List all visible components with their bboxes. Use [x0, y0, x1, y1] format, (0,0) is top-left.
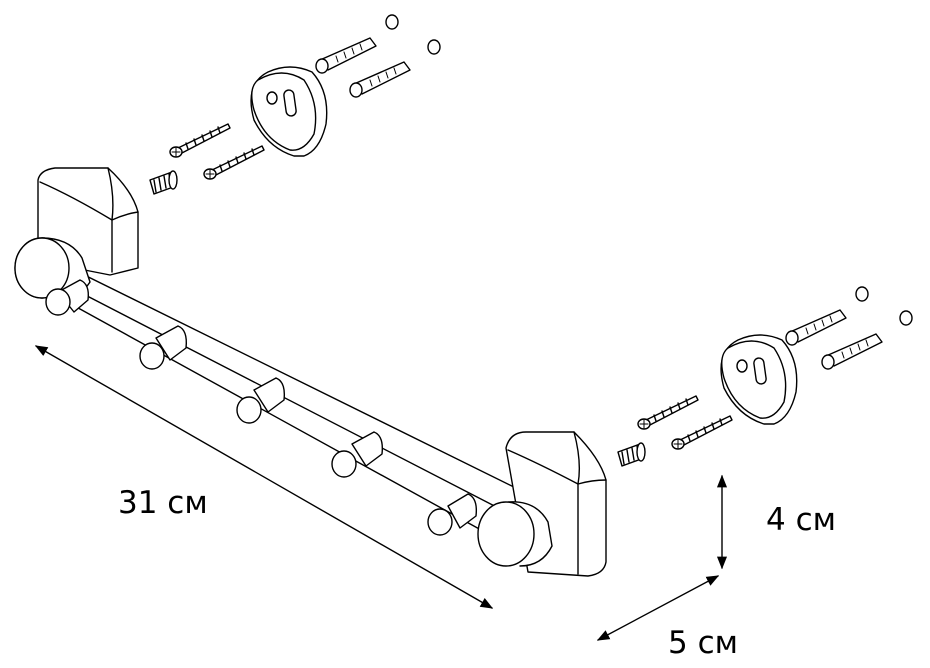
- wall-plate-right: [720, 334, 798, 425]
- length-dimension-arrow: [34, 345, 494, 609]
- cap-left-2: [427, 39, 441, 55]
- plate-slot-right: [753, 357, 767, 385]
- wood-screw-left-1: [169, 123, 231, 158]
- right-bracket: [477, 431, 607, 577]
- dowel-right-2: [821, 333, 883, 370]
- height-label: 4 см: [766, 502, 837, 538]
- wood-screw-right-1: [637, 395, 699, 430]
- cap-right-1: [855, 286, 869, 302]
- length-label: 31 см: [118, 485, 208, 521]
- wall-plate-left: [250, 66, 328, 157]
- dowel-left-2: [349, 61, 411, 98]
- depth-dimension-arrow: [596, 575, 720, 641]
- right-end-cap: [477, 501, 535, 567]
- plate-slot-left: [283, 89, 297, 117]
- hook-1: [45, 279, 90, 316]
- right-hardware: [617, 286, 913, 467]
- dowel-right-1: [785, 309, 847, 346]
- cap-left-1: [385, 14, 399, 30]
- depth-label: 5 см: [668, 625, 739, 661]
- set-screw-left: [149, 170, 178, 195]
- dowel-left-1: [315, 37, 377, 74]
- set-screw-right: [617, 442, 646, 467]
- left-hardware: [149, 14, 441, 195]
- cap-right-2: [899, 310, 913, 326]
- wood-screw-right-2: [671, 415, 733, 450]
- wood-screw-left-2: [203, 145, 265, 180]
